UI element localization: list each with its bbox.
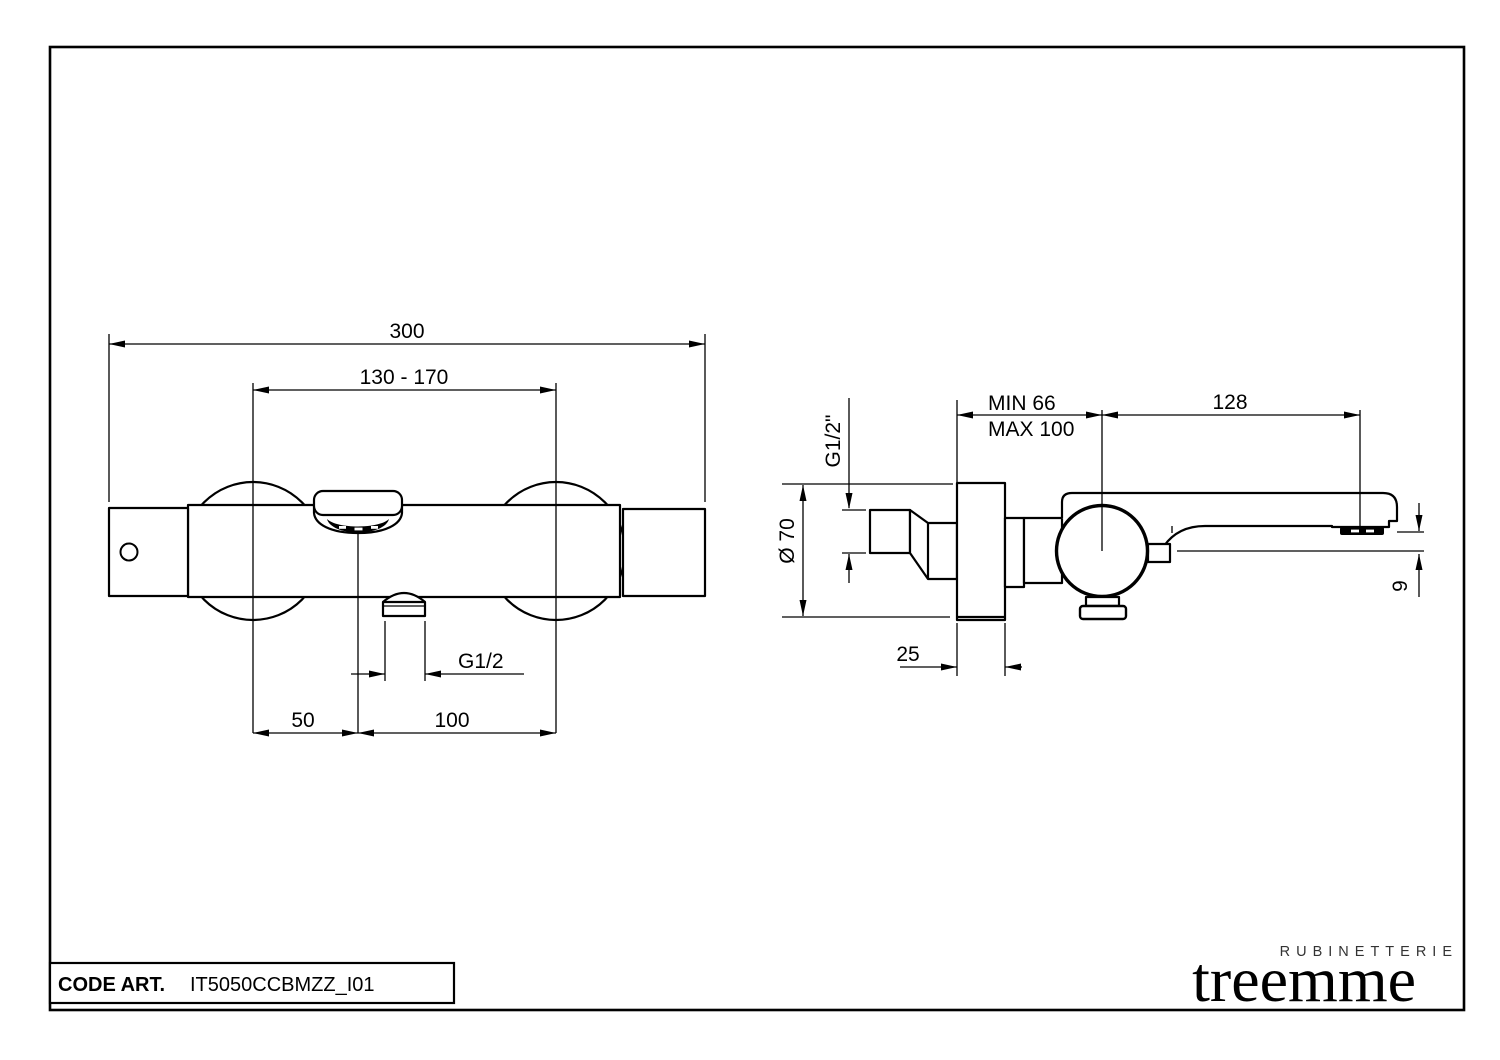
side-outlet-stub <box>1146 542 1172 564</box>
eccentric-union <box>908 508 959 581</box>
side-inlet-thread-label: G1/2" <box>822 415 845 468</box>
side-view: G1/2" Ø 70 MIN 66 MAX 100 128 <box>776 391 1424 676</box>
front-outlet-thread-label: G1/2 <box>458 650 504 673</box>
front-inlet-spacing-label: 130 - 170 <box>360 366 449 389</box>
aerator-dash <box>371 526 378 529</box>
front-offset-left-label: 50 <box>291 709 314 732</box>
title-block: CODE ART. IT5050CCBMZZ_I01 <box>48 961 456 1005</box>
front-dim-inlet-spacing: 130 - 170 <box>252 366 557 733</box>
front-view: 300 130 - 170 G1/2 <box>107 320 707 737</box>
inlet-pipe <box>868 508 912 555</box>
bottom-outlet-nut <box>1078 604 1128 621</box>
side-dim-aerator-drop: 9 <box>1177 503 1424 597</box>
right-end-cap <box>621 507 707 598</box>
side-aerator-band <box>1340 527 1384 535</box>
aerator-dash <box>1366 529 1374 533</box>
outlet-dome <box>382 591 426 603</box>
front-dim-total-width: 300 <box>108 320 706 502</box>
side-wall-distance-max-label: MAX 100 <box>988 418 1074 441</box>
aerator-band <box>327 519 389 533</box>
brand-logo: RUBINETTERIE treemme <box>1192 944 1458 1015</box>
side-spout-reach-label: 128 <box>1212 391 1247 414</box>
aerator-dash <box>354 527 363 531</box>
front-dim-offsets: 50 100 <box>253 709 556 737</box>
bottom-outlet-neck <box>1084 595 1121 608</box>
side-aerator-drop-label: 9 <box>1389 580 1412 592</box>
logo-name: treemme <box>1192 944 1416 1015</box>
side-dim-reach: MIN 66 MAX 100 128 <box>956 391 1361 551</box>
body-connector-small <box>1003 516 1026 589</box>
side-escutcheon-depth-label: 25 <box>896 643 919 666</box>
side-dim-inlet-thread: G1/2" <box>822 398 866 583</box>
side-wall-distance-min-label: MIN 66 <box>988 392 1056 415</box>
spout-nose <box>312 489 404 517</box>
mixer-body <box>186 503 622 599</box>
spout-arm <box>1060 491 1399 547</box>
outlet-nut <box>381 600 427 618</box>
aerator-dash <box>1351 529 1359 533</box>
logo-subtitle: RUBINETTERIE <box>1280 944 1458 960</box>
side-dim-escutcheon-diameter: Ø 70 <box>776 483 953 618</box>
wall-escutcheon <box>955 481 1007 622</box>
end-cap-hole <box>119 542 139 562</box>
side-dim-escutcheon-depth: 25 <box>896 623 1022 676</box>
side-escutcheon-diameter-label: Ø 70 <box>776 518 799 564</box>
aerator-dash <box>339 526 346 529</box>
front-dim-outlet-thread: G1/2 <box>351 621 524 681</box>
front-total-width-label: 300 <box>389 320 424 343</box>
front-offset-right-label: 100 <box>434 709 469 732</box>
code-art-label: CODE ART. <box>58 974 165 996</box>
code-art-box <box>48 961 456 1005</box>
sheet-border <box>48 45 1466 1012</box>
code-art-value: IT5050CCBMZZ_I01 <box>190 974 375 996</box>
